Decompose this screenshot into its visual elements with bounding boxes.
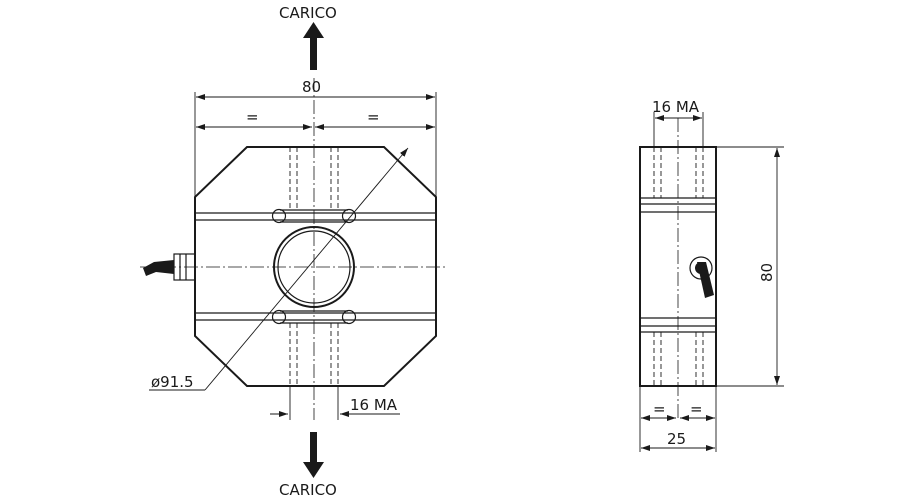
side-view: 16 MA 80 = = 25 xyxy=(639,98,784,452)
thread-label-front: 16 MA xyxy=(350,396,398,414)
width-dimension-label: 80 xyxy=(302,78,321,96)
diameter-label: ø91.5 xyxy=(151,373,194,391)
thread-dimension-front xyxy=(270,386,400,420)
side-threaded-hole-bottom xyxy=(653,332,704,386)
side-equal-right-label: = xyxy=(690,400,703,418)
cable-gland xyxy=(143,253,196,281)
side-equal-dimension xyxy=(639,386,717,452)
threaded-hole-top xyxy=(289,147,339,210)
side-cable-gland xyxy=(689,256,714,298)
front-view: CARICO CARICO 80 = = xyxy=(140,4,446,499)
height-dimension xyxy=(716,146,784,387)
load-arrow-up xyxy=(303,22,324,70)
equal-left-label: = xyxy=(246,108,259,126)
threaded-hole-bottom xyxy=(289,323,339,386)
load-cell-body xyxy=(194,146,437,387)
thread-label-side: 16 MA xyxy=(652,98,700,116)
depth-dimension-label: 25 xyxy=(667,430,686,448)
diameter-leader xyxy=(149,147,409,391)
thread-dimension-side xyxy=(653,112,704,147)
side-threaded-hole-top xyxy=(653,147,704,198)
height-dimension-label: 80 xyxy=(758,263,776,282)
side-equal-left-label: = xyxy=(653,400,666,418)
load-label-top: CARICO xyxy=(279,4,337,22)
upper-slot xyxy=(195,208,436,224)
equal-right-label: = xyxy=(367,108,380,126)
load-arrow-down xyxy=(303,432,324,478)
load-label-bottom: CARICO xyxy=(279,481,337,499)
lower-slot xyxy=(195,309,436,325)
width-dimension xyxy=(194,92,437,218)
